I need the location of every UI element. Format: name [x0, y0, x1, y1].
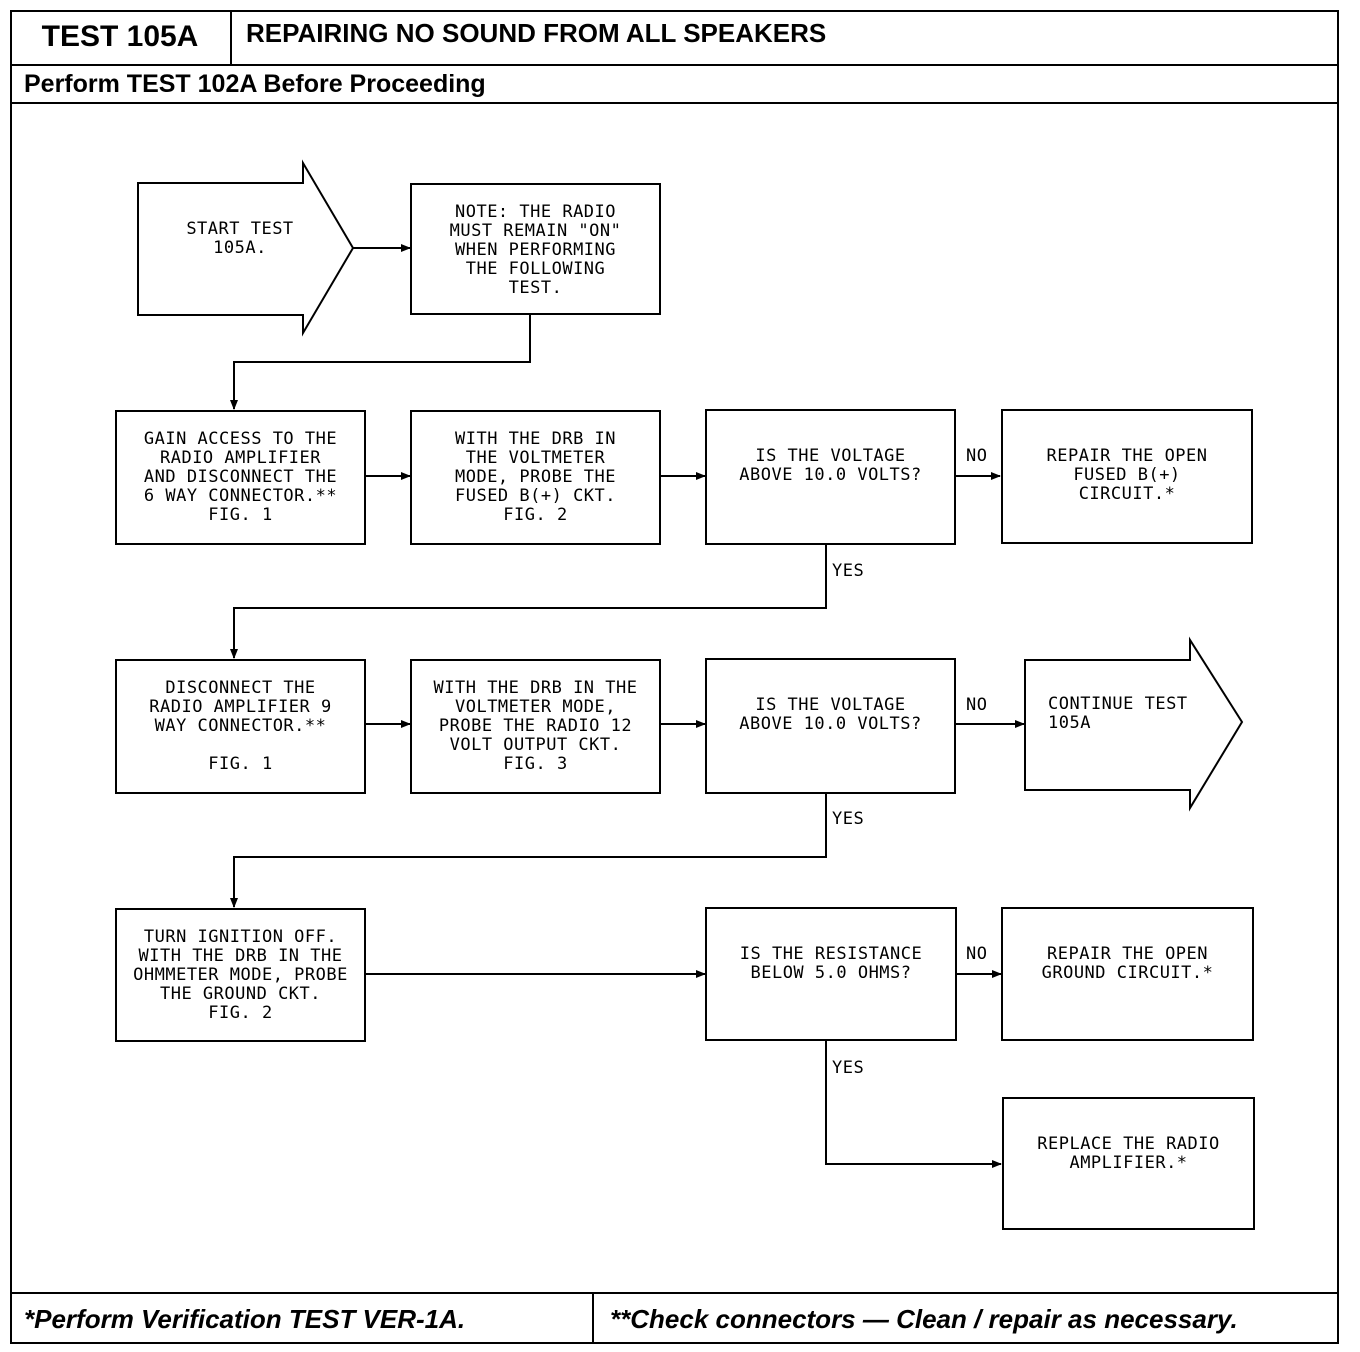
footer-rule: [10, 1292, 1339, 1294]
step-probe-12-volt: WITH THE DRB IN THE VOLTMETER MODE, PROB…: [410, 659, 661, 794]
replace-radio-amplifier: REPLACE THE RADIO AMPLIFIER.*: [1002, 1097, 1255, 1230]
start-arrow-shape: [137, 159, 355, 337]
note-box: NOTE: THE RADIO MUST REMAIN "ON" WHEN PE…: [410, 183, 661, 315]
label-no-3: NO: [966, 944, 988, 964]
continue-test-arrow: CONTINUE TEST 105A: [1048, 694, 1188, 733]
connector-decision2-step5: [230, 793, 827, 908]
decision-voltage-1: IS THE VOLTAGE ABOVE 10.0 VOLTS?: [705, 409, 956, 545]
decision-voltage-2: IS THE VOLTAGE ABOVE 10.0 VOLTS?: [705, 658, 956, 794]
connector-note-step1: [230, 315, 531, 410]
header-divider: [10, 64, 1339, 66]
decision-resistance: IS THE RESISTANCE BELOW 5.0 OHMS?: [705, 907, 957, 1041]
label-yes-1: YES: [832, 561, 865, 581]
repair-fused-b: REPAIR THE OPEN FUSED B(+) CIRCUIT.*: [1001, 409, 1253, 544]
prerequisite-note: Perform TEST 102A Before Proceeding: [24, 70, 486, 98]
header-bottom-rule: [10, 102, 1339, 104]
step-probe-fused-b: WITH THE DRB IN THE VOLTMETER MODE, PROB…: [410, 410, 661, 545]
step-ohmmeter-ground: TURN IGNITION OFF. WITH THE DRB IN THE O…: [115, 908, 366, 1042]
repair-ground-circuit: REPAIR THE OPEN GROUND CIRCUIT.*: [1001, 907, 1254, 1041]
footer-connectors-note: **Check connectors — Clean / repair as n…: [610, 1304, 1238, 1334]
footer-verification-note: *Perform Verification TEST VER-1A.: [24, 1304, 466, 1334]
label-yes-2: YES: [832, 809, 865, 829]
connector-decision1-step3: [230, 545, 827, 659]
connector-decision3-replace: [825, 1040, 1002, 1168]
footer-divider: [592, 1292, 594, 1344]
label-no-2: NO: [966, 695, 988, 715]
label-no-1: NO: [966, 446, 988, 466]
continue-arrow-shape: [1024, 636, 1244, 812]
step-gain-access: GAIN ACCESS TO THE RADIO AMPLIFIER AND D…: [115, 410, 366, 545]
page-frame: [10, 10, 1339, 1344]
page-title: REPAIRING NO SOUND FROM ALL SPEAKERS: [246, 18, 827, 48]
step-disconnect-9-way: DISCONNECT THE RADIO AMPLIFIER 9 WAY CON…: [115, 659, 366, 794]
start-test-arrow: START TEST 105A.: [186, 219, 294, 258]
label-yes-3: YES: [832, 1058, 865, 1078]
